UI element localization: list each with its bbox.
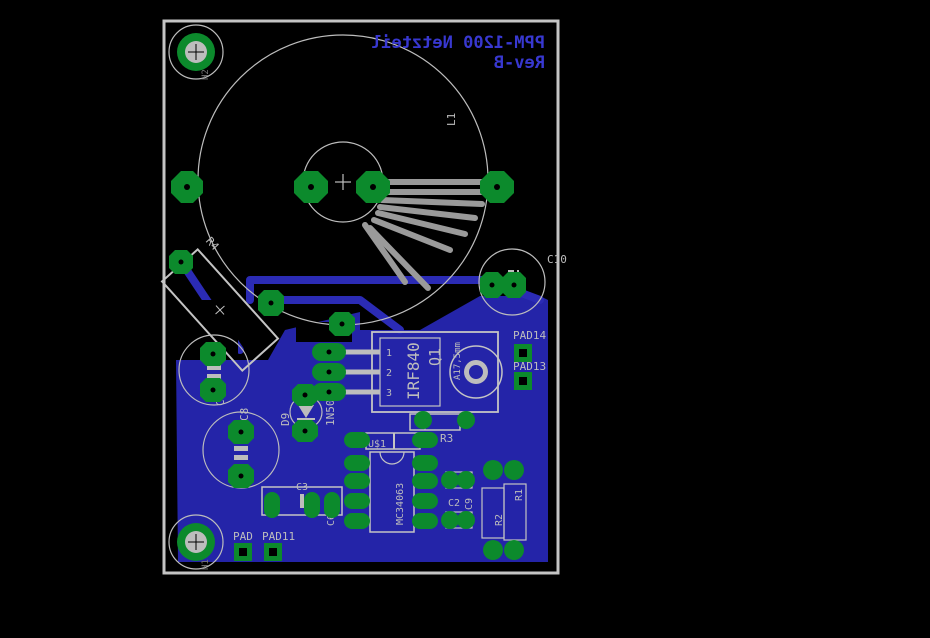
c9-label: C9 bbox=[464, 498, 475, 510]
pad bbox=[483, 460, 503, 480]
q1-label: Q1 bbox=[426, 348, 444, 366]
ic-label: MC34063 bbox=[395, 483, 406, 525]
pad bbox=[264, 492, 280, 518]
heatsink-label: A17,5mm bbox=[453, 342, 463, 380]
r3-label: R3 bbox=[440, 432, 453, 445]
capacitor-c7 bbox=[178, 334, 250, 406]
mounting-hole-bottom bbox=[168, 514, 224, 570]
ic-pads bbox=[264, 432, 438, 529]
pad bbox=[344, 473, 370, 489]
pad bbox=[414, 411, 432, 429]
pad bbox=[344, 493, 370, 509]
pad bbox=[344, 513, 370, 529]
u1-label: U$1 bbox=[368, 439, 386, 450]
q1-part-label: IRF840 bbox=[404, 342, 423, 400]
resistors-r1-r2 bbox=[481, 483, 527, 541]
pad bbox=[441, 471, 459, 489]
hole-bot-label: H1 bbox=[201, 559, 211, 570]
c2-label: C2 bbox=[448, 498, 460, 509]
small-pads-right bbox=[414, 411, 524, 560]
ic-mc34063 bbox=[369, 451, 415, 533]
pad bbox=[412, 455, 438, 471]
q1-pin3: 3 bbox=[386, 388, 392, 399]
board-outline bbox=[162, 19, 560, 575]
pad bbox=[344, 455, 370, 471]
pad bbox=[457, 411, 475, 429]
pad bbox=[457, 471, 475, 489]
board-revision: Rev-B bbox=[494, 53, 545, 73]
r2-label: R2 bbox=[494, 514, 505, 526]
drill-holes bbox=[178, 184, 517, 479]
pad11-label: PAD11 bbox=[262, 530, 295, 543]
pad bbox=[344, 432, 370, 448]
mounting-hole-top bbox=[168, 24, 224, 80]
q1-pin1: 1 bbox=[386, 348, 392, 359]
pad bbox=[412, 493, 438, 509]
board-title: PPM-1200 Netzteil bbox=[371, 33, 545, 53]
pad bbox=[504, 460, 524, 480]
hole-top-label: H2 bbox=[201, 69, 211, 80]
pad bbox=[412, 513, 438, 529]
c10-label: C10 bbox=[547, 253, 567, 266]
l1-label: L1 bbox=[445, 113, 458, 126]
pad bbox=[483, 540, 503, 560]
pad-label: PAD bbox=[233, 530, 253, 543]
pad bbox=[304, 492, 320, 518]
r1-label: R1 bbox=[514, 489, 525, 501]
pad14-label: PAD14 bbox=[513, 329, 546, 342]
c8-label: C8 bbox=[238, 408, 251, 421]
pad bbox=[504, 540, 524, 560]
pad bbox=[324, 492, 340, 518]
d9-label: D9 bbox=[279, 413, 292, 426]
square-pads bbox=[234, 344, 532, 561]
pad13-label: PAD13 bbox=[513, 360, 546, 373]
pad bbox=[412, 473, 438, 489]
pad bbox=[441, 511, 459, 529]
c3-label: C3 bbox=[296, 482, 308, 493]
c6-label: C6 bbox=[326, 514, 337, 526]
r4-label: R4 bbox=[203, 235, 222, 254]
pad bbox=[412, 432, 438, 448]
q1-pin2: 2 bbox=[386, 368, 392, 379]
inductor-windings bbox=[362, 179, 493, 291]
pad bbox=[457, 511, 475, 529]
